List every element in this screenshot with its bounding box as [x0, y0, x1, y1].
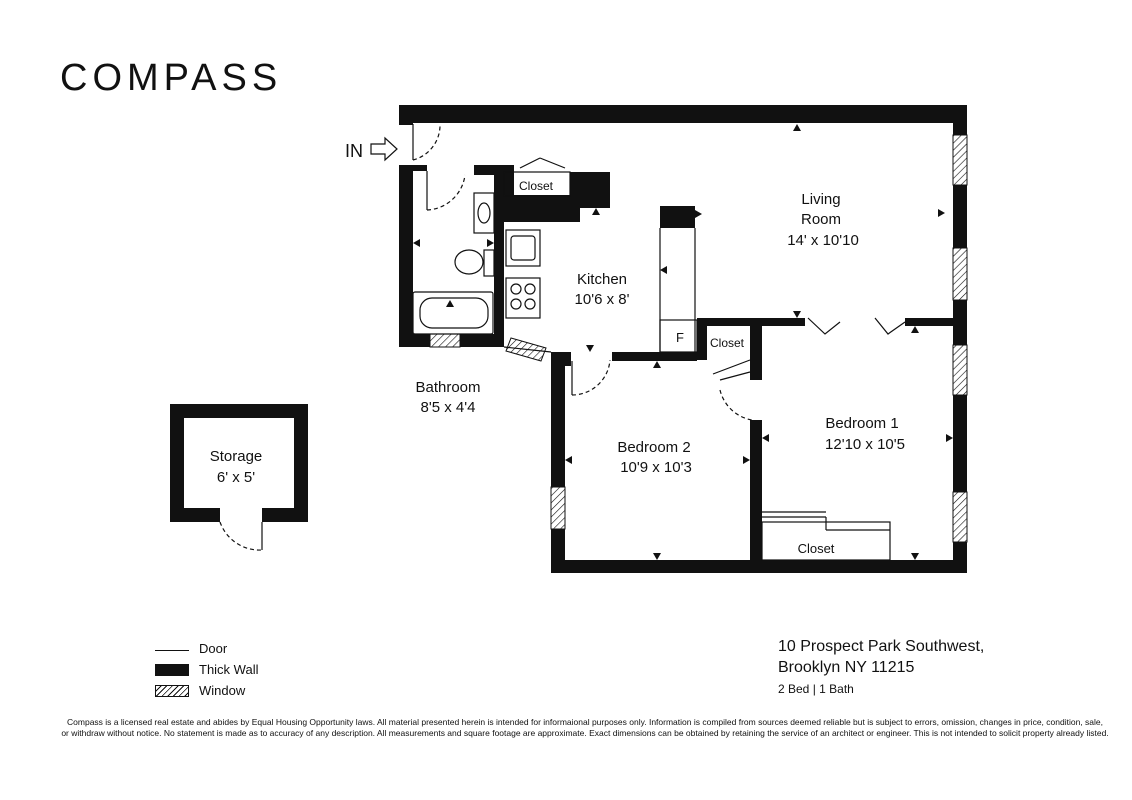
closet-entry-label: Closet: [519, 179, 554, 193]
living-room-dimensions: 14' x 10'10: [787, 232, 859, 249]
disclaimer-line-2: or withdraw without notice. No statement…: [61, 728, 1109, 738]
bedroom-1-label: Bedroom 1: [825, 415, 898, 432]
bed-bath-summary: 2 Bed | 1 Bath: [778, 682, 854, 696]
legend-door-label: Door: [199, 641, 228, 656]
thin-walls: [412, 171, 891, 561]
door-swatch-icon: [155, 643, 189, 651]
address-block: 10 Prospect Park Southwest, Brooklyn NY …: [778, 636, 984, 696]
closet-bedroom1-top-label: Closet: [710, 336, 745, 350]
storage-label: Storage: [210, 448, 263, 465]
compass-logo: COMPASS: [60, 54, 300, 103]
address-line-1: 10 Prospect Park Southwest,: [778, 638, 985, 655]
thick-walls: [170, 105, 967, 573]
living-room-label-1: Living: [801, 191, 840, 208]
kitchen-label: Kitchen: [577, 271, 627, 288]
legend-window: Window: [155, 680, 258, 701]
legend: Door Thick Wall Window: [155, 638, 258, 701]
closet-bedroom1-bottom-label: Closet: [798, 541, 835, 556]
logo-text: COMPASS: [60, 57, 282, 98]
entry-label: IN: [345, 141, 363, 161]
bedroom-2-label: Bedroom 2: [617, 439, 690, 456]
window-swatch-icon: [155, 684, 189, 697]
thick-wall-swatch-icon: [155, 663, 189, 676]
storage-dimensions: 6' x 5': [217, 469, 255, 486]
disclaimer-line-1: Compass is a licensed real estate and ab…: [67, 717, 1103, 727]
legend-window-label: Window: [199, 683, 246, 698]
entry-arrow-icon: [370, 136, 398, 162]
bathroom-label: Bathroom: [415, 379, 480, 396]
bedroom-2-dimensions: 10'9 x 10'3: [620, 459, 692, 476]
legend-door: Door: [155, 638, 258, 659]
address-line-2: Brooklyn NY 11215: [778, 659, 915, 676]
legend-thick-wall: Thick Wall: [155, 659, 258, 680]
fridge-label: F: [676, 330, 684, 345]
bedroom-1-dimensions: 12'10 x 10'5: [825, 436, 905, 453]
legend-thick-wall-label: Thick Wall: [199, 662, 259, 677]
living-room-label-2: Room: [801, 211, 841, 228]
kitchen-dimensions: 10'6 x 8': [575, 291, 630, 308]
doors: [219, 123, 906, 551]
dimension-arrows: [413, 124, 953, 560]
bathroom-dimensions: 8'5 x 4'4: [421, 399, 476, 416]
disclaimer: Compass is a licensed real estate and ab…: [40, 717, 1130, 739]
